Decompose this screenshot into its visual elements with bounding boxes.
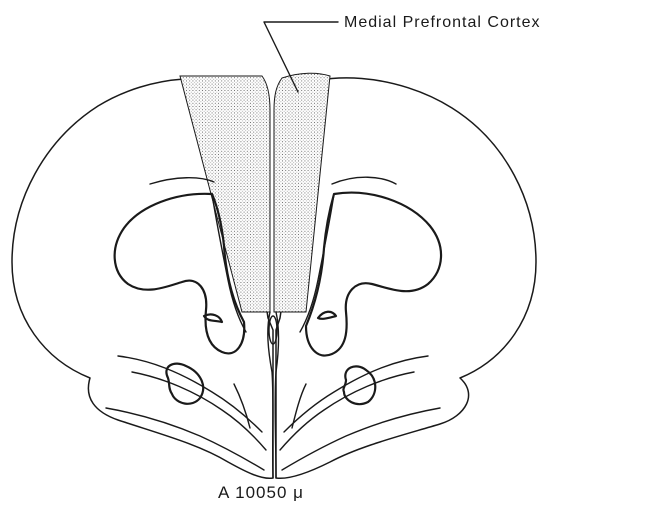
region-label: Medial Prefrontal Cortex	[344, 14, 541, 31]
section-caption: A 10050 μ	[218, 483, 304, 502]
